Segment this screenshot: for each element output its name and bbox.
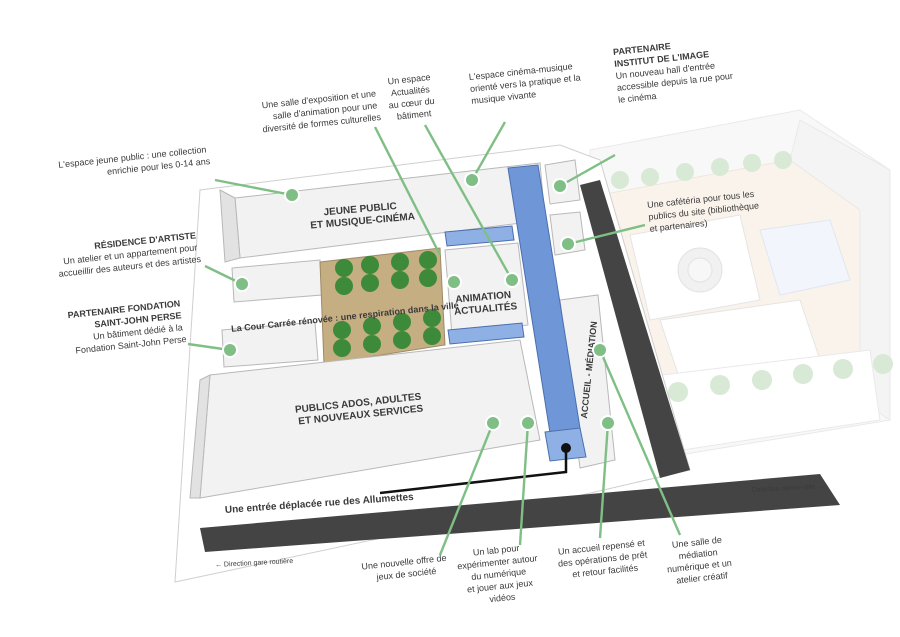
entry-marker	[561, 443, 571, 453]
annotation-institut: PARTENAIRE INSTITUT DE L'IMAGE Un nouvea…	[613, 35, 738, 105]
neighbour-block	[589, 109, 893, 461]
annotation-accueil: Un accueil repensé et des opérations de …	[556, 537, 651, 580]
courtyard-trees	[333, 251, 441, 357]
annotation-lab: Un lab pour expérimenter autour du numér…	[456, 541, 545, 607]
annotation-mediation: Une salle de médiation numérique et un a…	[664, 534, 736, 587]
building-animation-label: ANIMATION ACTUALITÉS	[453, 289, 518, 317]
annotation-jeune-public: L'espace jeune public : une collection e…	[58, 144, 211, 182]
direction-gare-label: ← Direction gare routière	[215, 558, 294, 569]
building-masses	[189, 159, 616, 499]
courtyard	[319, 247, 446, 365]
annotation-residence: RÉSIDENCE D'ARTISTE Un atelier et un app…	[56, 230, 202, 279]
annotation-fondation: PARTENAIRE FONDATION SAINT-JOHN PERSE Un…	[67, 298, 187, 356]
neighbour-trees	[611, 151, 893, 402]
annotation-jeux: Une nouvelle offre de jeux de société	[361, 552, 451, 583]
street-right	[580, 180, 690, 478]
annotation-actualites: Un espace Actualités au cœur du bâtiment	[386, 72, 439, 123]
marker-dots	[222, 172, 616, 431]
annotation-cinema-musique: L'espace cinéma-musique orienté vers la …	[468, 60, 585, 106]
building-jeune-public-label: JEUNE PUBLIC ET MUSIQUE-CINÉMA	[309, 199, 416, 231]
annotation-exposition: Une salle d'exposition et une salle d'an…	[259, 88, 381, 134]
corridor-link-bottom	[447, 322, 525, 345]
entry-path	[379, 450, 568, 495]
street-bottom	[200, 474, 840, 552]
direction-centre-label: Direction centre-ville →	[752, 483, 825, 494]
corridor-link-top	[444, 225, 515, 247]
